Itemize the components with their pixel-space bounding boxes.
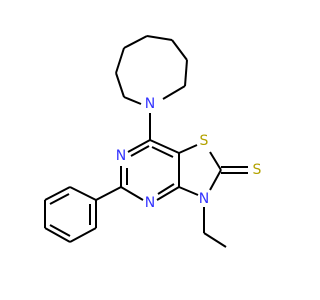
bond-azepane bbox=[123, 35, 148, 49]
bond-azepane bbox=[184, 59, 188, 87]
bond-ch2-ch3 bbox=[203, 232, 227, 248]
atom-n-lower: N bbox=[145, 195, 155, 211]
atom-labels: N N N N S S bbox=[116, 96, 262, 211]
bond-phenyl-inner bbox=[49, 224, 71, 237]
bond-s-c2 bbox=[209, 151, 222, 171]
bond-phenyl bbox=[44, 186, 71, 201]
bond-azepane bbox=[171, 39, 188, 61]
bond-c5-n4 bbox=[120, 186, 144, 201]
bond-c2-n3 bbox=[209, 169, 222, 191]
bond-c7a-s bbox=[178, 144, 198, 154]
bond-azepane bbox=[123, 96, 142, 105]
bond-c7-n6-inner bbox=[130, 145, 150, 157]
bonds bbox=[44, 35, 248, 248]
molecule-structure-diagram: N N N N S S bbox=[44, 35, 262, 248]
bond-n4-c3a-inner bbox=[157, 183, 175, 195]
bond-phenyl-inner bbox=[49, 193, 70, 205]
bond-n3-c3a bbox=[178, 186, 199, 196]
bond-phenyl bbox=[44, 227, 71, 243]
bond-azepane bbox=[146, 35, 173, 41]
bond-azepane bbox=[115, 72, 125, 98]
bond-phenyl bbox=[69, 186, 97, 201]
bond-c7a-c7-inner bbox=[151, 146, 174, 158]
bond-azepane bbox=[115, 47, 125, 74]
bond-azepane bbox=[162, 85, 186, 100]
atom-n-azepane: N bbox=[145, 96, 155, 112]
atom-s-thione: S bbox=[253, 162, 262, 178]
bond-phenyl bbox=[69, 227, 97, 243]
bond-c7a-c7 bbox=[149, 139, 180, 154]
bond-c5-ph bbox=[95, 186, 122, 201]
bond-c7-n6 bbox=[127, 139, 151, 153]
bond-n4-c3a bbox=[156, 186, 180, 201]
atom-n-upper: N bbox=[116, 148, 126, 164]
atom-n-ethyl: N bbox=[199, 191, 209, 207]
atom-s-ring: S bbox=[200, 133, 209, 149]
